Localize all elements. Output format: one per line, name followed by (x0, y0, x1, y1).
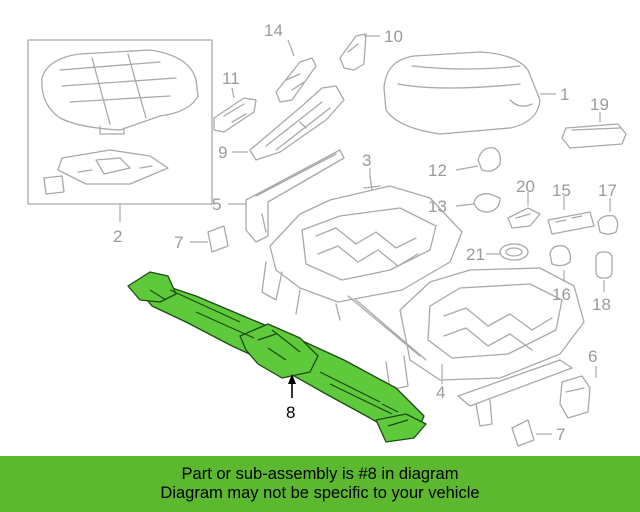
callout-10: 10 (384, 27, 403, 46)
callout-12: 12 (428, 161, 447, 180)
part-12-knob[interactable]: 12 (428, 147, 502, 180)
part-1-cushion-pad[interactable]: 1 (383, 51, 569, 135)
part-7-clip-right[interactable]: 7 (511, 419, 565, 447)
callout-7a: 7 (174, 233, 183, 252)
part-19-switch[interactable]: 19 (561, 95, 627, 149)
part-2-cushion-group[interactable]: 2 (27, 39, 213, 246)
part-7-clip-left[interactable]: 7 (174, 225, 229, 253)
part-3-seat-frame[interactable]: 3 (261, 151, 463, 321)
callout-18: 18 (592, 295, 611, 314)
callout-5: 5 (212, 195, 221, 214)
part-10-bracket[interactable]: 10 (339, 27, 403, 71)
part-8-right-bracket (375, 413, 427, 443)
callout-21: 21 (466, 245, 485, 264)
callout-11: 11 (222, 69, 240, 88)
part-13-cap[interactable]: 13 (428, 193, 501, 216)
part-8-center-bracket (239, 323, 319, 379)
part-14-bracket[interactable]: 14 (264, 21, 317, 103)
part-20-lever[interactable]: 20 (507, 177, 541, 229)
callout-16: 16 (552, 285, 571, 304)
part-8-left-bracket (127, 271, 177, 303)
part-11-cover[interactable]: 11 (213, 69, 257, 133)
part-8-cross-member[interactable]: 8 (127, 271, 427, 443)
callout-2: 2 (113, 227, 122, 246)
callout-15: 15 (552, 181, 571, 200)
callout-7b: 7 (556, 425, 565, 444)
part-15-switch-bezel[interactable]: 15 (547, 181, 595, 235)
callout-9: 9 (218, 143, 227, 162)
callout-17: 17 (598, 181, 617, 200)
part-4-seat-frame[interactable]: 4 (347, 267, 585, 427)
part-9-side-shield[interactable]: 9 (218, 85, 345, 162)
part-18-button[interactable]: 18 (592, 251, 613, 314)
banner-line-1: Part or sub-assembly is #8 in diagram (181, 465, 459, 483)
callout-6: 6 (588, 347, 597, 366)
callout-20: 20 (516, 177, 535, 196)
banner-line-2: Diagram may not be specific to your vehi… (160, 484, 480, 502)
part-17-button[interactable]: 17 (597, 181, 619, 235)
callout-3: 3 (362, 151, 371, 170)
parts-diagram: 2 14 10 1 11 9 19 (27, 21, 627, 447)
callout-4: 4 (436, 383, 445, 402)
callout-19: 19 (590, 95, 609, 114)
info-banner: Part or sub-assembly is #8 in diagram Di… (0, 456, 640, 512)
part-21-ring[interactable]: 21 (466, 243, 529, 264)
callout-8: 8 (286, 403, 295, 422)
part-6-bracket[interactable]: 6 (559, 347, 597, 419)
callout-14: 14 (264, 21, 283, 40)
part-5-rail[interactable]: 5 (212, 149, 345, 243)
callout-1: 1 (560, 85, 569, 104)
